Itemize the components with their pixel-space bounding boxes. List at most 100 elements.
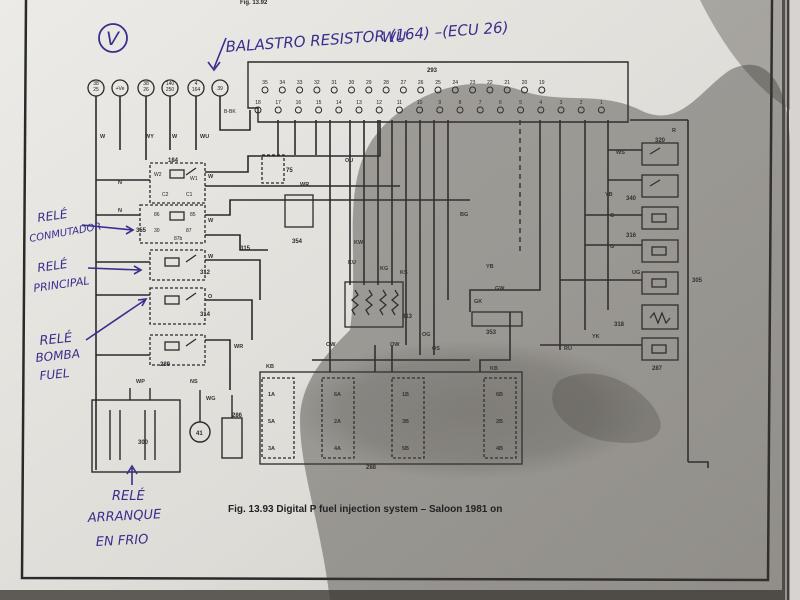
ecu-lower-pin-label: 9 bbox=[438, 100, 441, 106]
ecu-lower-pin-label: 10 bbox=[417, 100, 423, 106]
ecu-upper-pin bbox=[348, 86, 355, 94]
svg-text:OW: OW bbox=[326, 342, 336, 348]
ecu-upper-pin-label: 21 bbox=[504, 80, 510, 86]
ecu-upper-pin-label: 27 bbox=[401, 80, 407, 86]
wiring-lines bbox=[95, 96, 709, 470]
svg-text:354: 354 bbox=[292, 239, 303, 245]
relay-184-box bbox=[149, 162, 206, 204]
ecu-upper-pin-label: 34 bbox=[280, 80, 286, 86]
ecu-lower-pin-label: 4 bbox=[539, 100, 542, 106]
ballast-note-sub: WU bbox=[382, 30, 406, 46]
svg-text:N: N bbox=[118, 180, 122, 186]
ecu-upper-pin bbox=[313, 86, 321, 94]
ecu-upper-pin-label: 28 bbox=[383, 80, 389, 86]
ecu-lower-pin bbox=[597, 106, 605, 114]
svg-text:YB: YB bbox=[486, 264, 494, 270]
svg-text:300: 300 bbox=[138, 440, 149, 446]
svg-text:184: 184 bbox=[168, 158, 179, 164]
ecu-lower-pin bbox=[557, 106, 565, 114]
svg-text:YK: YK bbox=[592, 334, 600, 340]
svg-text:WG: WG bbox=[206, 396, 215, 402]
svg-text:87b: 87b bbox=[174, 236, 183, 242]
rele-conmutador-1: RELÉ bbox=[36, 206, 68, 225]
svg-text:YB: YB bbox=[605, 192, 613, 198]
ecu-upper-pin bbox=[330, 86, 338, 94]
svg-text:W1: W1 bbox=[190, 176, 198, 182]
ecu-lower-pin-label: 12 bbox=[376, 100, 382, 106]
svg-text:WY: WY bbox=[145, 134, 154, 140]
svg-text:GK: GK bbox=[474, 299, 482, 305]
figure-caption: Fig. 13.93 Digital P fuel injection syst… bbox=[228, 504, 502, 515]
svg-text:C1: C1 bbox=[186, 192, 193, 198]
ecu-lower-pin bbox=[254, 106, 262, 114]
svg-text:WU: WU bbox=[200, 134, 209, 140]
ecu-lower-pin bbox=[416, 106, 424, 114]
rele-arranque-1: RELÉ bbox=[112, 488, 145, 504]
ecu-lower-pin bbox=[274, 106, 282, 114]
svg-text:353: 353 bbox=[486, 330, 497, 336]
svg-text:C2: C2 bbox=[162, 192, 169, 198]
ecu-lower-pin bbox=[537, 106, 545, 114]
svg-text:R: R bbox=[672, 128, 676, 134]
ecu-upper-pin bbox=[451, 86, 459, 94]
ecu-lower-pin bbox=[315, 106, 323, 114]
circled-letter-ring bbox=[98, 23, 128, 53]
ecu-lower-pin-label: 2 bbox=[580, 100, 583, 106]
svg-text:G: G bbox=[610, 213, 614, 219]
ecu-lower-pin-label: 18 bbox=[255, 100, 261, 106]
ecu-lower-pin bbox=[476, 106, 484, 114]
ecu-lower-pin bbox=[395, 106, 403, 114]
svg-text:WP: WP bbox=[136, 379, 145, 385]
ecu-lower-pin-label: 7 bbox=[479, 100, 482, 106]
ecu-upper-pin-label: 24 bbox=[453, 80, 459, 86]
svg-text:5A: 5A bbox=[268, 419, 275, 425]
svg-text:OU: OU bbox=[345, 158, 353, 164]
ecu-upper-pin-label: 30 bbox=[349, 80, 355, 86]
component-labels: 184 355 315 312 314 289 75 354 313 353 3… bbox=[136, 138, 703, 471]
terminal-label-6: 39 bbox=[217, 86, 223, 92]
svg-text:287: 287 bbox=[652, 366, 663, 372]
svg-text:KW: KW bbox=[354, 240, 364, 246]
hand-shadow bbox=[290, 0, 790, 600]
ecu-upper-pin bbox=[278, 86, 286, 94]
rele-arranque-3: EN FRIO bbox=[95, 532, 148, 550]
ecu-lower-pin bbox=[496, 106, 504, 114]
rele-arranque-2: ARRANQUE bbox=[86, 507, 162, 526]
svg-text:UG: UG bbox=[632, 270, 640, 276]
ecu-upper-pin bbox=[365, 86, 373, 94]
ecu-upper-pin-label: 29 bbox=[366, 80, 372, 86]
svg-text:W: W bbox=[208, 254, 214, 260]
ecu-upper-pin bbox=[469, 86, 477, 94]
ecu-lower-pin bbox=[517, 106, 525, 114]
ecu-lower-pin bbox=[355, 106, 363, 114]
ecu-upper-pin-label: 33 bbox=[297, 80, 303, 86]
ecu-upper-pin bbox=[399, 86, 407, 94]
svg-text:41: 41 bbox=[196, 431, 203, 437]
relay-314-box bbox=[149, 287, 206, 325]
relay-184-terminals: W2 W1 C2 C1 bbox=[154, 172, 198, 198]
ecu-lower-pin-label: 14 bbox=[336, 100, 342, 106]
rele-bomba-arrow bbox=[85, 298, 148, 341]
rele-bomba-3: FUEL bbox=[39, 366, 70, 383]
svg-text:W: W bbox=[208, 174, 214, 180]
svg-text:BG: BG bbox=[460, 212, 468, 218]
svg-text:87: 87 bbox=[186, 228, 192, 234]
rele-bomba-2: BOMBA bbox=[35, 346, 81, 365]
svg-text:1A: 1A bbox=[268, 392, 275, 398]
relay-boxes bbox=[139, 162, 206, 366]
ecu-upper-pin-label: 22 bbox=[487, 80, 493, 86]
ecu-lower-pin-label: 3 bbox=[560, 100, 563, 106]
lower-left-components bbox=[91, 388, 243, 473]
rele-conmutador-arrow bbox=[81, 224, 135, 235]
ecu-upper-pin-label: 25 bbox=[435, 80, 441, 86]
page-border bbox=[20, 0, 774, 582]
svg-text:355: 355 bbox=[136, 228, 147, 234]
ecu-lower-pin bbox=[456, 106, 464, 114]
svg-text:G: G bbox=[610, 244, 614, 250]
component-75-354 bbox=[261, 154, 314, 228]
